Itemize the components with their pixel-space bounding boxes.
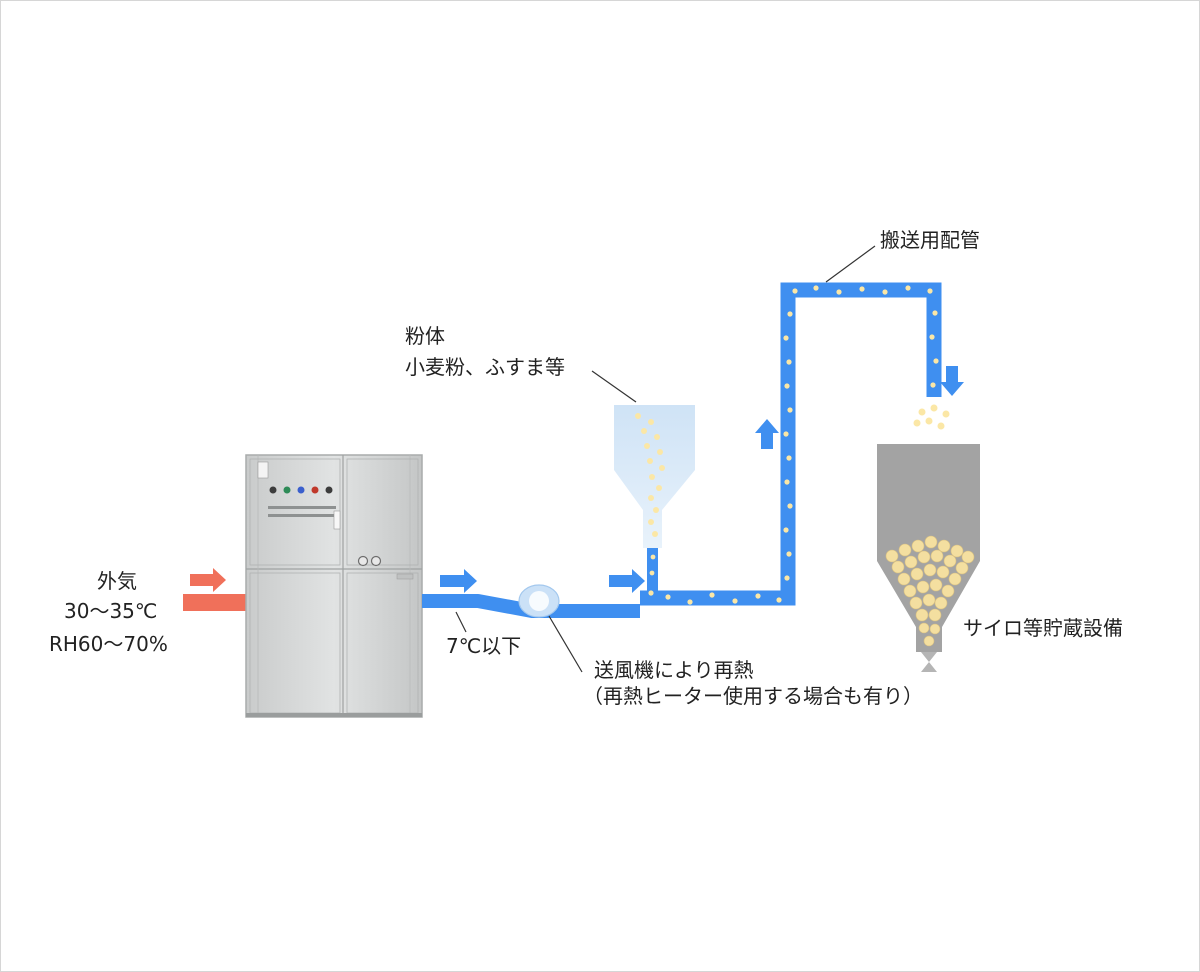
cold-air-pipe <box>422 594 640 618</box>
falling-powder <box>913 404 950 430</box>
cooled-air-label: 7℃以下 <box>446 634 522 658</box>
blower-label: 送風機により再熱 <box>594 658 754 682</box>
gauge-icon <box>357 555 369 567</box>
blower-note: （再熱ヒーター使用する場合も有り） <box>583 684 923 708</box>
intake-pipe <box>183 594 249 611</box>
powder-leader-line <box>591 370 637 403</box>
indicator-lamp-icon <box>311 486 319 494</box>
cold-air-leader-line <box>455 611 467 633</box>
powder-examples: 小麦粉、ふすま等 <box>405 355 565 379</box>
indicator-lamp-icon <box>283 486 291 494</box>
indicator-lamp-icon <box>325 486 333 494</box>
outside-air-temperature: 30～35℃ <box>64 599 158 623</box>
blower-leader-line <box>548 615 583 673</box>
blower-unit <box>518 584 560 618</box>
flow-arrow-icon <box>609 569 645 593</box>
pipe-leader-line <box>825 245 876 283</box>
indicator-lamp-icon <box>297 486 305 494</box>
outside-air-humidity: RH60～70% <box>49 632 168 656</box>
cold-air-arrow-icon <box>440 569 477 593</box>
gauge-icon <box>370 555 382 567</box>
storage-silo <box>877 444 980 672</box>
intake-arrow-icon <box>190 568 226 592</box>
powder-label: 粉体 <box>405 324 445 348</box>
powder-hopper <box>614 405 695 548</box>
pipe-powder-particles <box>648 285 939 605</box>
dehumidifier-unit <box>245 454 423 718</box>
silo-valve-icon <box>921 652 937 672</box>
silo-label: サイロ等貯蔵設備 <box>963 616 1123 640</box>
down-arrow-icon <box>940 366 964 396</box>
indicator-lamp-icon <box>269 486 277 494</box>
conveying-pipe <box>640 282 942 606</box>
up-arrow-icon <box>755 419 779 449</box>
outside-air-label: 外気 <box>97 569 137 593</box>
conveying-pipe-label: 搬送用配管 <box>880 228 980 252</box>
